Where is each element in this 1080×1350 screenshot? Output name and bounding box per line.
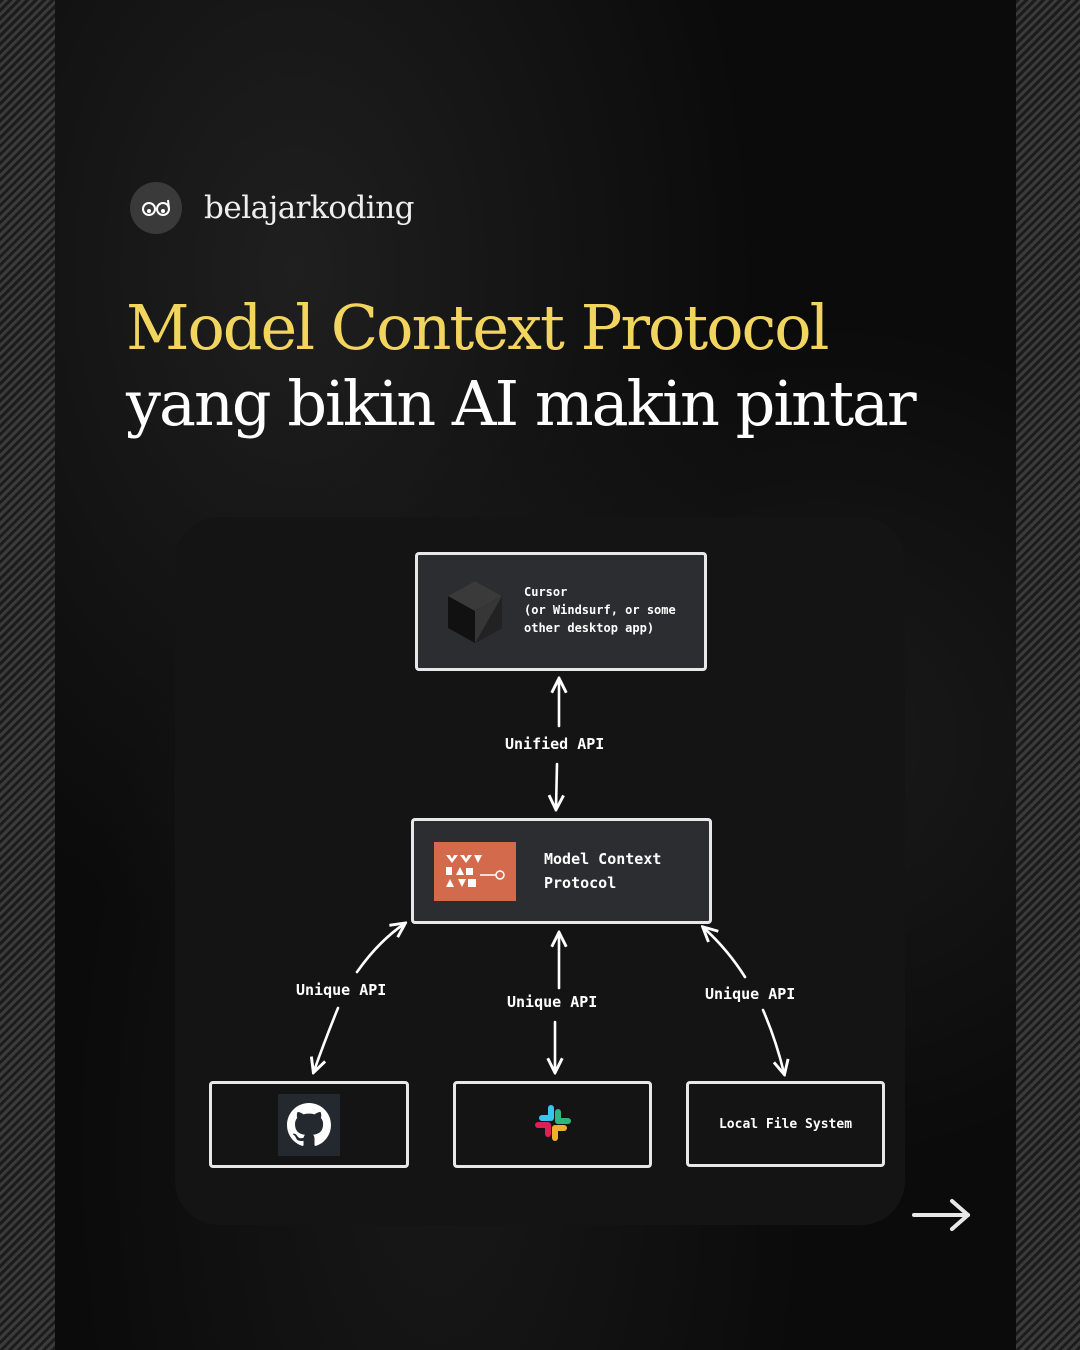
github-icon: [278, 1093, 340, 1156]
brand-name: belajarkoding: [204, 190, 415, 226]
arrow-unified-down: [556, 762, 557, 808]
headline-line-1: Model Context Protocol: [126, 291, 829, 364]
github-server-box: [209, 1081, 409, 1168]
unified-api-label: Unified API: [505, 735, 605, 753]
arrow-left-down: [314, 1006, 340, 1071]
eyes-logo-icon: [130, 182, 182, 234]
arrow-right-down: [761, 1008, 784, 1073]
mcp-line-1: Model Context: [544, 850, 662, 868]
filesystem-server-box: Local File System: [686, 1081, 885, 1167]
client-line-2: (or Windsurf, or some: [524, 603, 676, 617]
unique-api-right-label: Unique API: [705, 985, 796, 1003]
arrow-right-icon[interactable]: [910, 1195, 974, 1239]
client-line-3: other desktop app): [524, 621, 655, 635]
unique-api-center-label: Unique API: [507, 993, 598, 1011]
mcp-line-2: Protocol: [544, 874, 617, 892]
client-app-box: Cursor (or Windsurf, or some other deskt…: [415, 552, 707, 671]
right-stripe-border: [1016, 0, 1080, 1350]
brand-header: belajarkoding: [130, 182, 415, 234]
mcp-box: Model Context Protocol: [411, 818, 712, 924]
arrow-left-up: [355, 924, 404, 974]
cursor-cube-icon: [446, 579, 504, 649]
headline-line-2: yang bikin AI makin pintar: [126, 367, 917, 440]
arrow-right-up: [704, 928, 747, 979]
slack-icon: [533, 1103, 573, 1147]
mcp-logo-icon: [434, 842, 516, 901]
slack-server-box: [453, 1081, 652, 1168]
filesystem-label: Local File System: [718, 1116, 853, 1132]
left-stripe-border: [0, 0, 55, 1350]
unique-api-left-label: Unique API: [296, 981, 387, 999]
client-line-1: Cursor: [524, 585, 568, 599]
